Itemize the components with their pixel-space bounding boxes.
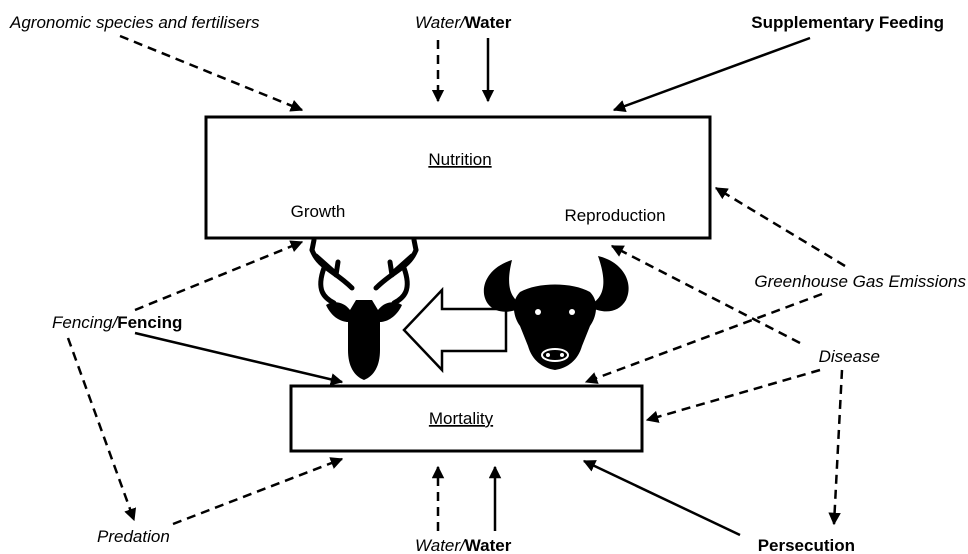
fencing-bold: Fencing	[117, 313, 182, 332]
water-top-italic: Water/	[415, 13, 467, 32]
disease-label: Disease	[819, 347, 880, 366]
water-bottom-bold: Water	[465, 536, 512, 554]
greenhouse-label: Greenhouse Gas Emissions	[754, 272, 966, 291]
fencing-label: Fencing/Fencing	[52, 313, 182, 332]
mortality-box	[289, 384, 644, 453]
fencing-italic: Fencing/	[52, 313, 119, 332]
reproduction-label: Reproduction	[564, 206, 665, 225]
arrow-disease-to-nutrition	[610, 244, 801, 345]
hollow-left-arrow-icon	[402, 286, 508, 374]
arrow-disease-to-persecution	[828, 369, 844, 526]
water-bottom-label: Water/Water	[415, 536, 512, 554]
nutrition-title: Nutrition	[428, 150, 491, 169]
arrow-supplementary-to-nutrition	[612, 36, 811, 112]
water-top-bold: Water	[465, 13, 512, 32]
arrow-fencing-to-mortality	[134, 331, 344, 386]
arrow-greenhouse-to-mortality	[584, 292, 823, 384]
arrow-agronomic-to-nutrition	[119, 34, 304, 112]
supplementary-feeding-label: Supplementary Feeding	[751, 13, 944, 32]
arrow-greenhouse-to-nutrition	[714, 186, 846, 268]
nutrition-box	[204, 115, 712, 240]
bull-head-icon	[483, 256, 629, 370]
arrow-persecution-to-mortality	[582, 459, 741, 537]
predation-label: Predation	[97, 527, 170, 546]
arrow-fencing-to-predation	[66, 337, 137, 522]
water-bottom-italic: Water/	[415, 536, 467, 554]
deer-head-icon	[309, 237, 419, 380]
agronomic-label: Agronomic species and fertilisers	[9, 13, 260, 32]
arrow-disease-to-mortality	[645, 368, 821, 423]
arrow-fencing-to-nutrition	[134, 240, 304, 312]
persecution-label: Persecution	[758, 536, 855, 554]
mortality-title: Mortality	[429, 409, 494, 428]
arrow-predation-to-mortality	[172, 457, 344, 526]
water-top-label: Water/Water	[415, 13, 512, 32]
growth-label: Growth	[291, 202, 346, 221]
